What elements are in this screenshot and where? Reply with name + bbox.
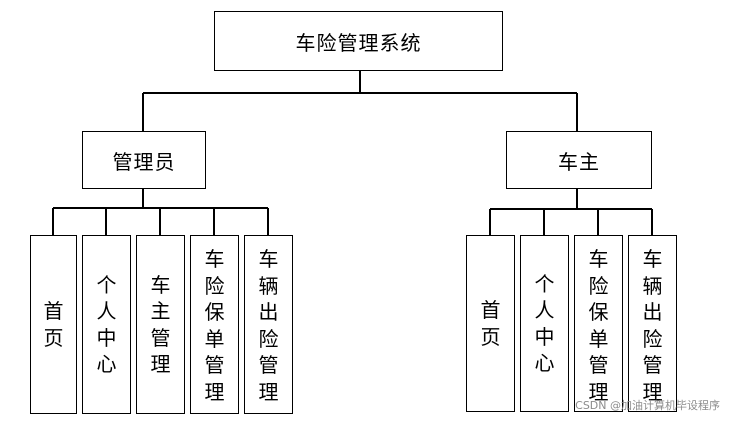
admin-leaf-home: 首 页 — [30, 235, 77, 414]
owner-label: 车主 — [558, 149, 600, 174]
owner-leaf-label: 车 险 保 单 管 理 — [588, 247, 609, 404]
admin-leaf-profile: 个 人 中 心 — [82, 235, 131, 414]
owner-leaf-label: 车 辆 出 险 管 理 — [642, 247, 663, 404]
admin-label: 管理员 — [112, 149, 176, 174]
root-node: 车险管理系统 — [214, 11, 503, 71]
owner-leaf-policy-mgmt: 车 险 保 单 管 理 — [574, 235, 623, 412]
admin-leaf-owner-mgmt: 车 主 管 理 — [136, 235, 185, 414]
owner-leaf-claim-mgmt: 车 辆 出 险 管 理 — [628, 235, 677, 412]
owner-leaf-profile: 个 人 中 心 — [520, 235, 569, 412]
owner-leaf-label: 首 页 — [480, 298, 501, 349]
admin-leaf-claim-mgmt: 车 辆 出 险 管 理 — [244, 235, 293, 414]
root-label: 车险管理系统 — [295, 30, 422, 55]
owner-node: 车主 — [506, 131, 652, 189]
admin-leaf-label: 首 页 — [43, 299, 64, 350]
owner-leaf-home: 首 页 — [466, 235, 515, 412]
admin-leaf-label: 车 险 保 单 管 理 — [204, 247, 225, 404]
admin-leaf-label: 车 辆 出 险 管 理 — [258, 247, 279, 404]
admin-leaf-policy-mgmt: 车 险 保 单 管 理 — [190, 235, 239, 414]
watermark-text: CSDN @加油计算机毕设程序 — [575, 399, 720, 412]
owner-leaf-label: 个 人 中 心 — [534, 271, 555, 376]
admin-leaf-label: 车 主 管 理 — [150, 272, 171, 377]
admin-node: 管理员 — [82, 131, 206, 189]
admin-leaf-label: 个 人 中 心 — [96, 272, 117, 377]
